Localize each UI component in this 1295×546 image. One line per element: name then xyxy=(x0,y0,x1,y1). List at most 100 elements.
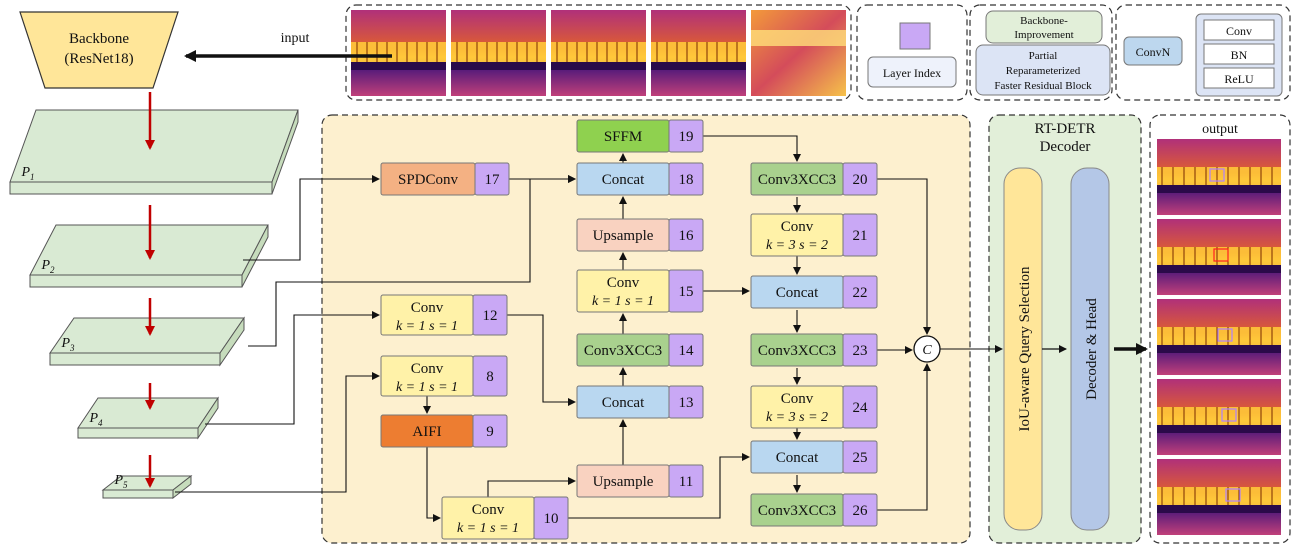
block-index-conv15: 15 xyxy=(679,284,694,300)
block-label-upsample11: Upsample xyxy=(593,474,654,490)
block-label-aifi: AIFI xyxy=(412,424,441,440)
block-index-conv8: 8 xyxy=(486,369,494,385)
pyramid-label-1: P1 xyxy=(20,165,34,182)
legend-bn-label: BN xyxy=(1231,48,1248,62)
input-image xyxy=(651,10,746,96)
output-image xyxy=(1157,139,1281,215)
block-index-conv12: 12 xyxy=(483,308,498,324)
legend-convn-label: ConvN xyxy=(1136,45,1171,59)
pyramid-level-1: P1 xyxy=(9,109,299,195)
block-params-conv24: k = 3 s = 2 xyxy=(766,410,828,425)
block-index-concat13: 13 xyxy=(679,395,694,411)
pyramid-label-3: P3 xyxy=(60,336,75,353)
block-index-sffm: 19 xyxy=(679,129,694,145)
block-conv12: Conv k = 1 s = 1 12 xyxy=(380,294,508,336)
legend-relu-label: ReLU xyxy=(1224,72,1254,86)
legend-layer-index-label: Layer Index xyxy=(883,66,941,80)
output-images xyxy=(1157,139,1281,535)
input-image xyxy=(551,10,646,96)
pyramid-label-4: P4 xyxy=(88,411,103,428)
block-upsample11: Upsample 11 xyxy=(576,464,704,498)
block-params-conv12: k = 1 s = 1 xyxy=(396,319,458,334)
connection-line xyxy=(877,363,931,511)
block-index-c3xcc14: 14 xyxy=(679,343,695,359)
input-image xyxy=(751,10,846,96)
legend-conv-part xyxy=(1203,19,1275,41)
block-label-spdconv: SPDConv xyxy=(398,172,459,188)
block-index-upsample11: 11 xyxy=(679,474,693,490)
pyramid-level-3: P3 xyxy=(49,316,245,367)
block-params-conv21: k = 3 s = 2 xyxy=(766,238,828,253)
connection-line xyxy=(426,447,441,522)
block-index-conv10: 10 xyxy=(544,511,559,527)
block-index-aifi: 9 xyxy=(486,424,494,440)
block-index-c3xcc20: 20 xyxy=(853,172,868,188)
connection-line xyxy=(175,372,380,493)
legend-backbone-improvement-line1: Backbone- xyxy=(1020,15,1068,27)
block-index-spdconv: 17 xyxy=(485,172,501,188)
block-label-concat22: Concat xyxy=(776,285,819,301)
block-index-c3xcc26: 26 xyxy=(853,503,869,519)
block-label-c3xcc26: Conv3XCC3 xyxy=(758,503,836,519)
output-label: output xyxy=(1202,122,1238,137)
block-label-c3xcc20: Conv3XCC3 xyxy=(758,172,836,188)
decoder-title-line2: Decoder xyxy=(1040,139,1091,155)
block-aifi: AIFI 9 xyxy=(380,414,508,448)
decoder-title-line1: RT-DETR xyxy=(1034,121,1095,137)
concat-circle xyxy=(913,335,941,363)
output-image xyxy=(1157,459,1281,535)
pyramid-label-2: P2 xyxy=(40,258,55,275)
pyramid-level-4: P4 xyxy=(77,396,219,440)
block-index-upsample16: 16 xyxy=(679,228,695,244)
connection-line xyxy=(507,314,576,406)
block-params-conv15: k = 1 s = 1 xyxy=(592,294,654,309)
block-label-conv8: Conv xyxy=(411,361,444,377)
block-label-conv24: Conv xyxy=(781,391,814,407)
decoder-head-bar xyxy=(1070,167,1110,531)
legend-partial-block-line1: Partial xyxy=(1029,50,1058,62)
legend-layer-index-box xyxy=(867,56,957,88)
block-index-concat22: 22 xyxy=(853,285,868,301)
connection-line xyxy=(243,175,380,261)
block-index-concat18: 18 xyxy=(679,172,694,188)
block-index-conv24: 24 xyxy=(853,400,869,416)
block-label-concat25: Concat xyxy=(776,450,819,466)
block-label-upsample16: Upsample xyxy=(593,228,654,244)
pyramid-level-5: P5 xyxy=(101,473,193,500)
legend-bn-part xyxy=(1203,43,1275,65)
connection-line xyxy=(205,311,380,425)
legend-backbone-improvement-line2: Improvement xyxy=(1014,29,1073,41)
output-image xyxy=(1157,379,1281,455)
query-selection-label: IoU-aware Query Selection xyxy=(1017,266,1033,431)
block-upsample16: Upsample 16 xyxy=(576,218,704,252)
input-images xyxy=(351,10,846,96)
block-label-conv12: Conv xyxy=(411,300,444,316)
legend-convn-box xyxy=(1123,36,1183,66)
block-params-conv10: k = 1 s = 1 xyxy=(457,521,519,536)
legend-conv-label: Conv xyxy=(1226,24,1252,38)
connections xyxy=(175,135,1003,522)
legend-partial-block-box xyxy=(975,44,1111,96)
legend-partial-block-line2: Reparameterized xyxy=(1006,65,1081,77)
legend-relu-part xyxy=(1203,67,1275,89)
block-label-c3xcc23: Conv3XCC3 xyxy=(758,343,836,359)
pyramid-label-5: P5 xyxy=(113,473,128,490)
block-label-concat18: Concat xyxy=(602,172,645,188)
legend-layer-index-swatch xyxy=(899,22,931,50)
block-label-sffm: SFFM xyxy=(604,129,642,145)
block-concat18: Concat 18 xyxy=(576,162,704,196)
output-image xyxy=(1157,219,1281,295)
block-conv24: Conv k = 3 s = 2 24 xyxy=(750,385,878,429)
